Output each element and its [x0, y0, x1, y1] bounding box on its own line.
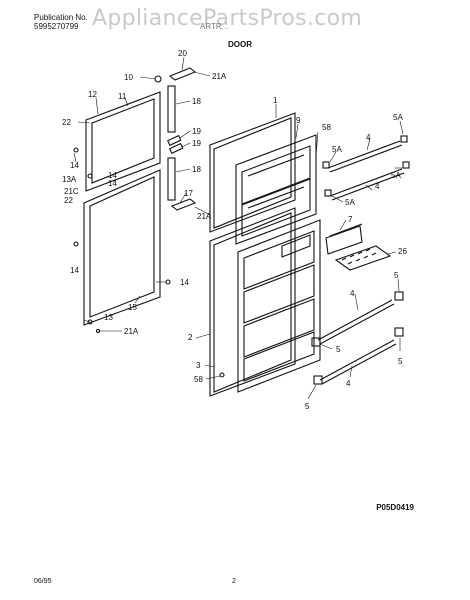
callout-21c: 21C	[64, 187, 79, 196]
callout-4: 4	[366, 133, 371, 142]
callout-58: 58	[322, 123, 331, 132]
top-hinge	[154, 67, 197, 83]
callout-14: 14	[108, 171, 117, 180]
callout-14: 14	[70, 266, 79, 275]
watermark: AppliancePartsPros.com	[92, 6, 363, 31]
page-number: 2	[232, 578, 236, 585]
callout-5: 5	[398, 357, 403, 366]
callout-13a: 13A	[62, 175, 77, 184]
publication-header: Publication No. 5995270799	[34, 13, 88, 31]
egg-tray	[334, 245, 392, 271]
callout-9: 9	[296, 116, 301, 125]
leader-lines	[73, 56, 404, 400]
callout-14: 14	[70, 161, 79, 170]
callout-18: 18	[192, 97, 201, 106]
callout-22: 22	[64, 196, 73, 205]
model-number: ARTR...	[200, 22, 229, 31]
callout-5: 5	[394, 271, 399, 280]
publication-date: 06/95	[34, 578, 52, 585]
fresh-food-door-liner	[237, 219, 321, 393]
rail-end-caps	[311, 135, 410, 385]
callout-4: 4	[375, 182, 380, 191]
callout-5a: 5A	[391, 171, 401, 180]
hinge-tube-lower	[167, 157, 176, 201]
callout-5: 5	[336, 345, 341, 354]
callout-7: 7	[348, 215, 353, 224]
callout-15: 15	[128, 303, 137, 312]
callout-19: 19	[192, 139, 201, 148]
fresh-food-gasket	[83, 169, 161, 326]
callout-4: 4	[346, 379, 351, 388]
callout-17: 17	[184, 189, 193, 198]
hinge-tube-upper	[167, 85, 176, 133]
callout-19: 19	[192, 127, 201, 136]
callout-4: 4	[350, 289, 355, 298]
publication-number: 5995270799	[34, 22, 79, 31]
shelf-rails	[317, 140, 405, 385]
section-title: DOOR	[228, 40, 252, 49]
callout-12: 12	[88, 90, 97, 99]
publication-label: Publication No.	[34, 13, 88, 22]
callout-21a: 21A	[212, 72, 227, 81]
callout-21a: 21A	[124, 327, 139, 336]
callout-3: 3	[196, 361, 201, 370]
callout-2: 2	[188, 333, 193, 342]
callout-5: 5	[305, 402, 310, 411]
callout-22: 22	[62, 118, 71, 127]
callout-11: 11	[118, 92, 127, 101]
callout-26: 26	[398, 247, 407, 256]
callout-labels: 20 10 21A 12 11 18 22 19 19 14 13A 14 14…	[62, 49, 407, 411]
callout-5a: 5A	[393, 113, 403, 122]
freezer-door	[209, 112, 296, 233]
callout-21a: 21A	[197, 212, 212, 221]
screws	[73, 147, 225, 378]
callout-5a: 5A	[332, 145, 342, 154]
callout-10: 10	[124, 73, 133, 82]
dairy-door	[325, 223, 363, 255]
callout-5a: 5A	[345, 198, 355, 207]
fresh-food-door	[209, 207, 296, 397]
callout-13: 13	[104, 313, 113, 322]
callout-14: 14	[108, 179, 117, 188]
freezer-door-liner	[235, 134, 317, 245]
callout-1: 1	[273, 96, 278, 105]
callout-20: 20	[178, 49, 187, 58]
freezer-gasket	[85, 91, 161, 192]
callout-18: 18	[192, 165, 201, 174]
center-hinge	[170, 198, 197, 211]
callout-58: 58	[194, 375, 203, 384]
diagram-reference-code: P05D0419	[376, 503, 414, 512]
callout-14: 14	[180, 278, 189, 287]
hinge-bushings	[166, 134, 184, 154]
